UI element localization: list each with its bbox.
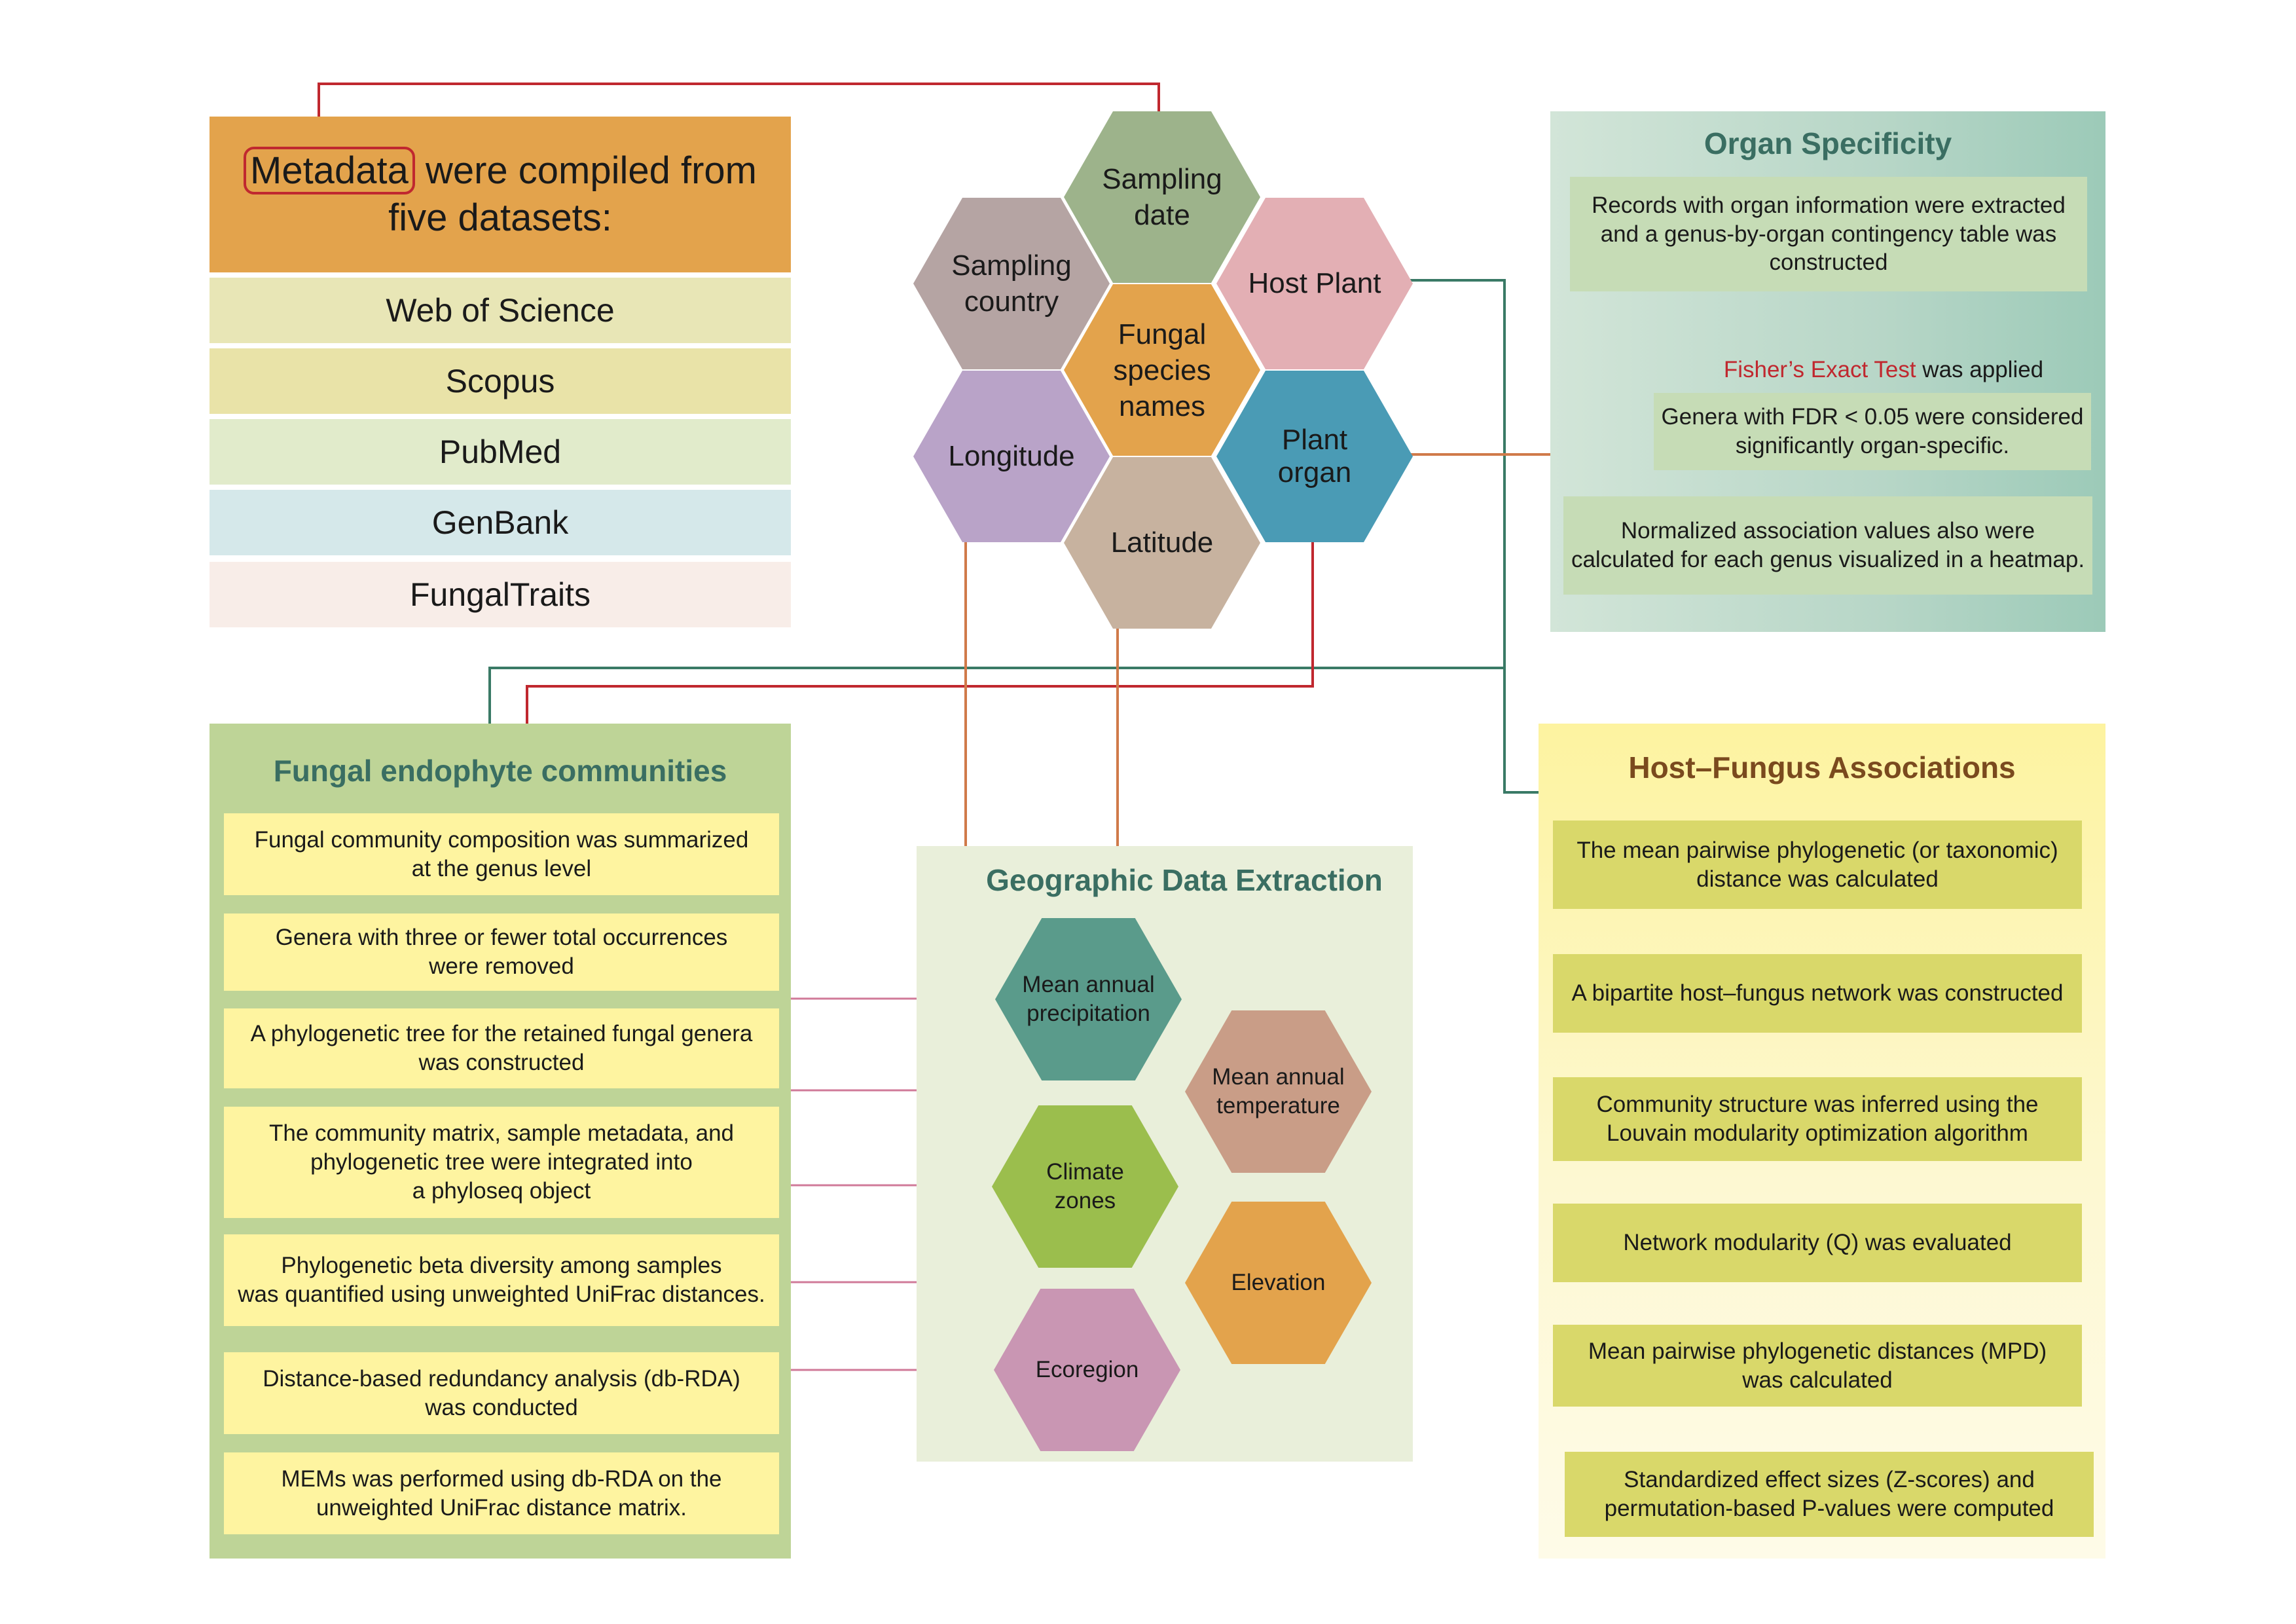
hex-host-plant: Host Plant	[1216, 198, 1413, 369]
hex-fungal-species-label: Fungal species names	[1113, 318, 1211, 422]
organ-step-fisher: Fisher’s Exact Test was applied	[1550, 357, 2105, 383]
metadata-keyword: Metadata	[244, 146, 415, 194]
hex-plant-organ: Plant organ	[1216, 371, 1413, 542]
community-step-1: Fungal community composition was summari…	[224, 813, 779, 895]
organ-step-heatmap: Normalized association values also were …	[1563, 496, 2092, 595]
communities-panel: Fungal endophyte communities Fungal comm…	[210, 724, 791, 1559]
host-step-4: Network modularity (Q) was evaluated	[1553, 1204, 2082, 1282]
fisher-applied-text: was applied	[1916, 357, 2044, 382]
fisher-exact-test-label: Fisher’s Exact Test	[1723, 357, 1916, 382]
hex-climate-zones: Climate zones	[992, 1105, 1178, 1268]
hex-host-plant-label: Host Plant	[1248, 267, 1381, 299]
climate-zones-label: Climate zones	[1046, 1159, 1124, 1213]
host-fungus-title: Host–Fungus Associations	[1628, 750, 2016, 784]
ecoregion-label: Ecoregion	[1035, 1357, 1139, 1382]
hex-latitude-label: Latitude	[1110, 526, 1214, 559]
dataset-scopus: Scopus	[210, 348, 791, 414]
hex-sampling-date-label: Sampling date	[1102, 163, 1222, 231]
connector-hostplant-to-host	[1408, 279, 1545, 794]
metadata-title-line1: Metadata were compiled from	[244, 146, 757, 195]
host-step-1: The mean pairwise phylogenetic (or taxon…	[1553, 821, 2082, 909]
host-fungus-panel: Host–Fungus Associations The mean pairwi…	[1539, 724, 2105, 1559]
dataset-genbank: GenBank	[210, 490, 791, 555]
organ-specificity-title: Organ Specificity	[1704, 126, 1952, 160]
hex-elevation: Elevation	[1185, 1202, 1372, 1364]
metadata-title-line2: five datasets:	[388, 196, 612, 239]
hex-mean-annual-precipitation: Mean annual precipitation	[995, 918, 1182, 1080]
community-step-7: MEMs was performed using db-RDA on the u…	[224, 1452, 779, 1534]
hex-longitude: Longitude	[913, 371, 1110, 542]
communities-title: Fungal endophyte communities	[273, 754, 727, 788]
hex-longitude-label: Longitude	[948, 440, 1075, 472]
elevation-label: Elevation	[1231, 1270, 1326, 1295]
connector-hostplant-to-communities	[488, 667, 1504, 724]
community-step-2: Genera with three or fewer total occurre…	[224, 913, 779, 991]
metadata-title-rest: were compiled from	[414, 149, 757, 192]
host-step-3: Community structure was inferred using t…	[1553, 1077, 2082, 1161]
organ-step-fdr: Genera with FDR < 0.05 were considered s…	[1654, 393, 2091, 470]
community-step-6: Distance-based redundancy analysis (db-R…	[224, 1352, 779, 1434]
host-step-2: A bipartite host–fungus network was cons…	[1553, 954, 2082, 1033]
hex-sampling-country-label: Sampling country	[951, 249, 1072, 318]
host-step-6: Standardized effect sizes (Z-scores) and…	[1565, 1452, 2094, 1537]
dataset-fungaltraits: FungalTraits	[210, 562, 791, 627]
hex-plant-organ-label: Plant organ	[1277, 424, 1352, 489]
metadata-header: Metadata were compiled from five dataset…	[210, 117, 791, 272]
dataset-web-of-science: Web of Science	[210, 278, 791, 343]
metadata-panel: Metadata were compiled from five dataset…	[210, 117, 791, 627]
host-step-5: Mean pairwise phylogenetic distances (MP…	[1553, 1325, 2082, 1407]
precipitation-label: Mean annual precipitation	[1022, 972, 1155, 1026]
community-step-3: A phylogenetic tree for the retained fun…	[224, 1008, 779, 1088]
community-step-4: The community matrix, sample metadata, a…	[224, 1107, 779, 1218]
organ-step-contingency: Records with organ information were extr…	[1570, 177, 2087, 291]
organ-specificity-panel: Organ Specificity Records with organ inf…	[1550, 111, 2105, 632]
dataset-pubmed: PubMed	[210, 419, 791, 485]
hex-mean-annual-temperature: Mean annual temperature	[1185, 1010, 1372, 1173]
community-step-5: Phylogenetic beta diversity among sample…	[224, 1234, 779, 1326]
geographic-title: Geographic Data Extraction	[986, 863, 1383, 897]
hex-latitude: Latitude	[1064, 457, 1260, 629]
temperature-label: Mean annual temperature	[1212, 1064, 1345, 1118]
